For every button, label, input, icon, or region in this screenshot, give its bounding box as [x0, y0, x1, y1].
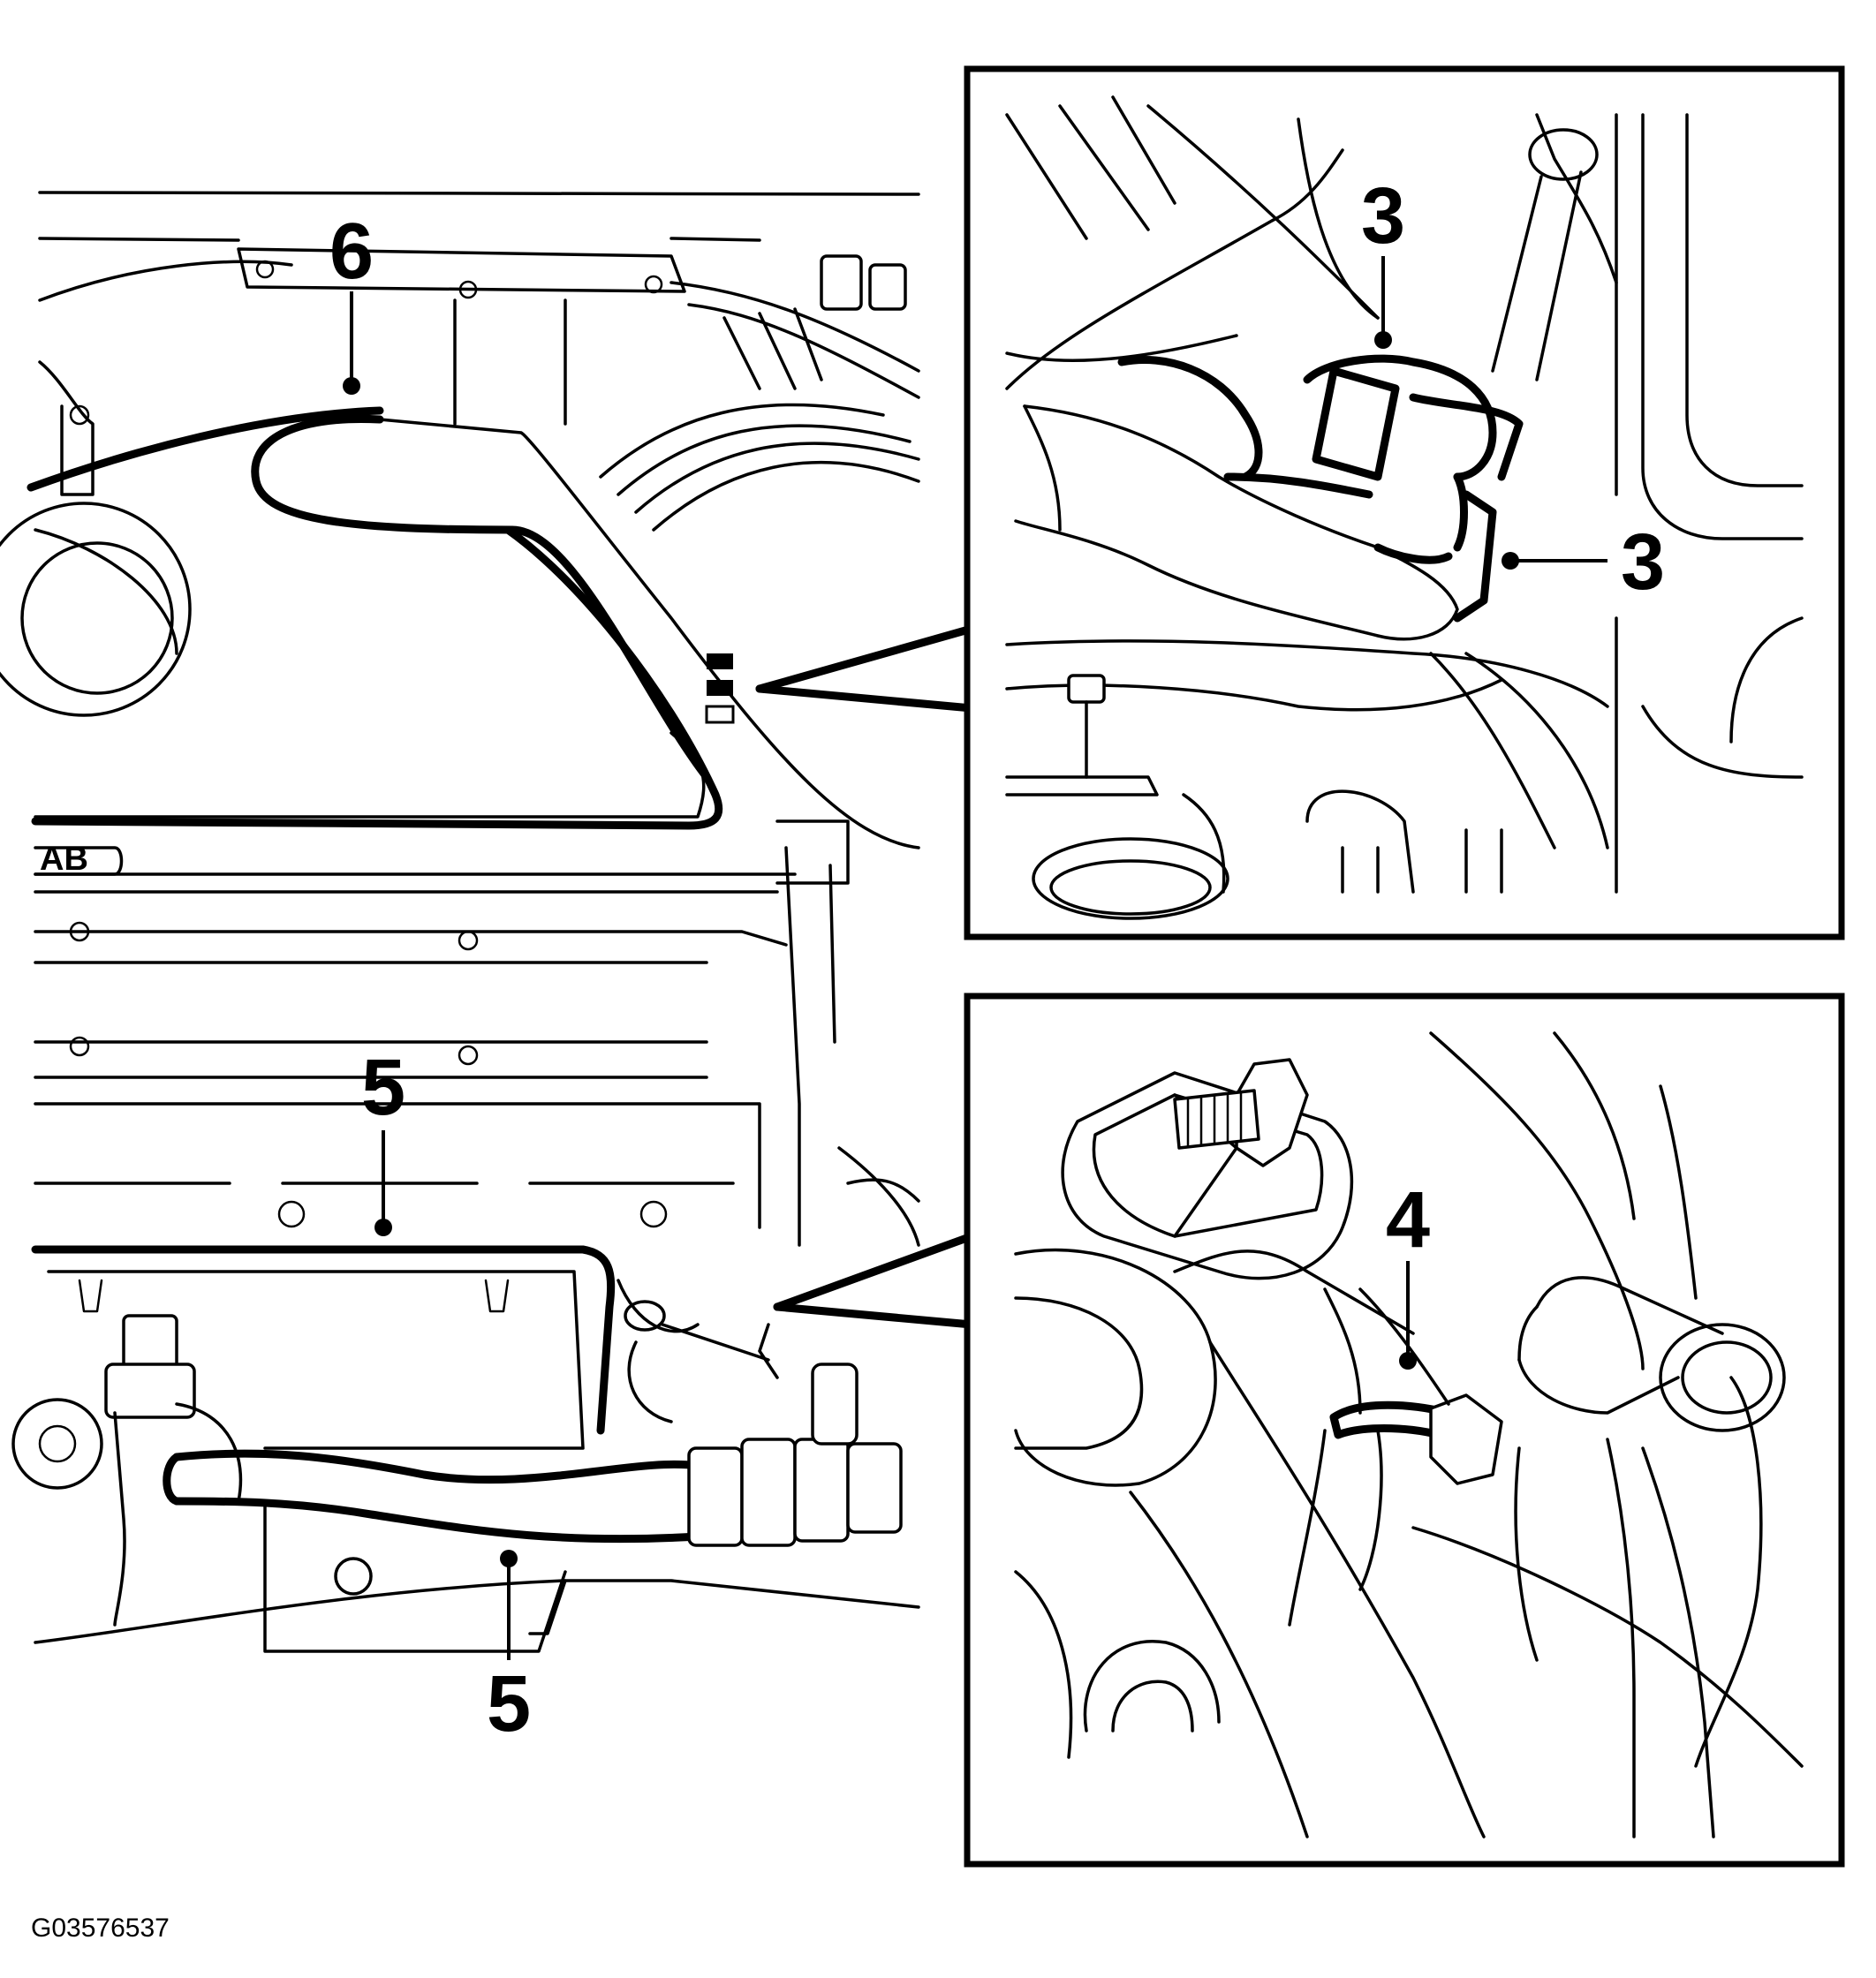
callout-3-right-label: 3 [1621, 518, 1665, 607]
locator-mark-filled [707, 680, 733, 696]
main-engine-view: AB [0, 191, 920, 1653]
callout-5-label: 5 [361, 1044, 405, 1132]
callout-3-top-label: 3 [1361, 172, 1405, 260]
callout-3-top-dot [1374, 331, 1392, 349]
badge-text: AB [40, 841, 88, 878]
inset-bottom-detail: 4 [964, 993, 1845, 1868]
leader-to-top-inset [755, 624, 976, 693]
callout-5b-dot [500, 1550, 518, 1567]
locator-mark-filled [707, 653, 733, 669]
leader-to-bottom-inset [773, 1232, 976, 1311]
callout-4-dot [1399, 1352, 1417, 1370]
figure-id: G03576537 [31, 1914, 170, 1943]
callout-5b-label: 5 [487, 1660, 531, 1748]
inset-top-detail: 3 3 [964, 65, 1845, 940]
callout-3-right-dot [1502, 552, 1519, 570]
callout-6-dot [343, 377, 360, 395]
locator-mark-empty [705, 705, 735, 724]
callout-4-label: 4 [1386, 1176, 1430, 1265]
callout-5-dot [374, 1219, 392, 1236]
callout-6-label: 6 [329, 208, 374, 296]
